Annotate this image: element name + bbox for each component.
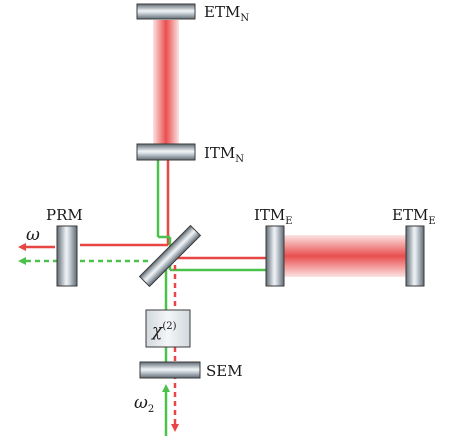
beam-splitter: [138, 224, 202, 288]
omega2-label: ω2: [134, 393, 154, 415]
itm-e-mirror: [265, 225, 285, 287]
itm-e-label: ITME: [254, 206, 293, 227]
itm-n-mirror: [136, 143, 196, 161]
prm-label: PRM: [46, 206, 83, 224]
itm-n-label: ITMN: [204, 144, 244, 165]
north-arm-cavity-beam: [153, 20, 179, 144]
etm-e-label: ETME: [392, 206, 436, 227]
prm-mirror: [56, 225, 78, 287]
sem-label: SEM: [206, 362, 243, 380]
chi-label: χ(2): [151, 321, 177, 341]
sem-mirror: [139, 361, 201, 379]
red-carrier-beams: [80, 160, 266, 260]
omega-label: ω: [26, 225, 40, 245]
etm-e-mirror: [405, 225, 425, 287]
nonlinear-crystal: [145, 309, 191, 348]
east-arm-cavity-beam: [284, 235, 406, 277]
etm-n-label: ETMN: [204, 3, 249, 24]
etm-n-mirror: [136, 3, 196, 20]
